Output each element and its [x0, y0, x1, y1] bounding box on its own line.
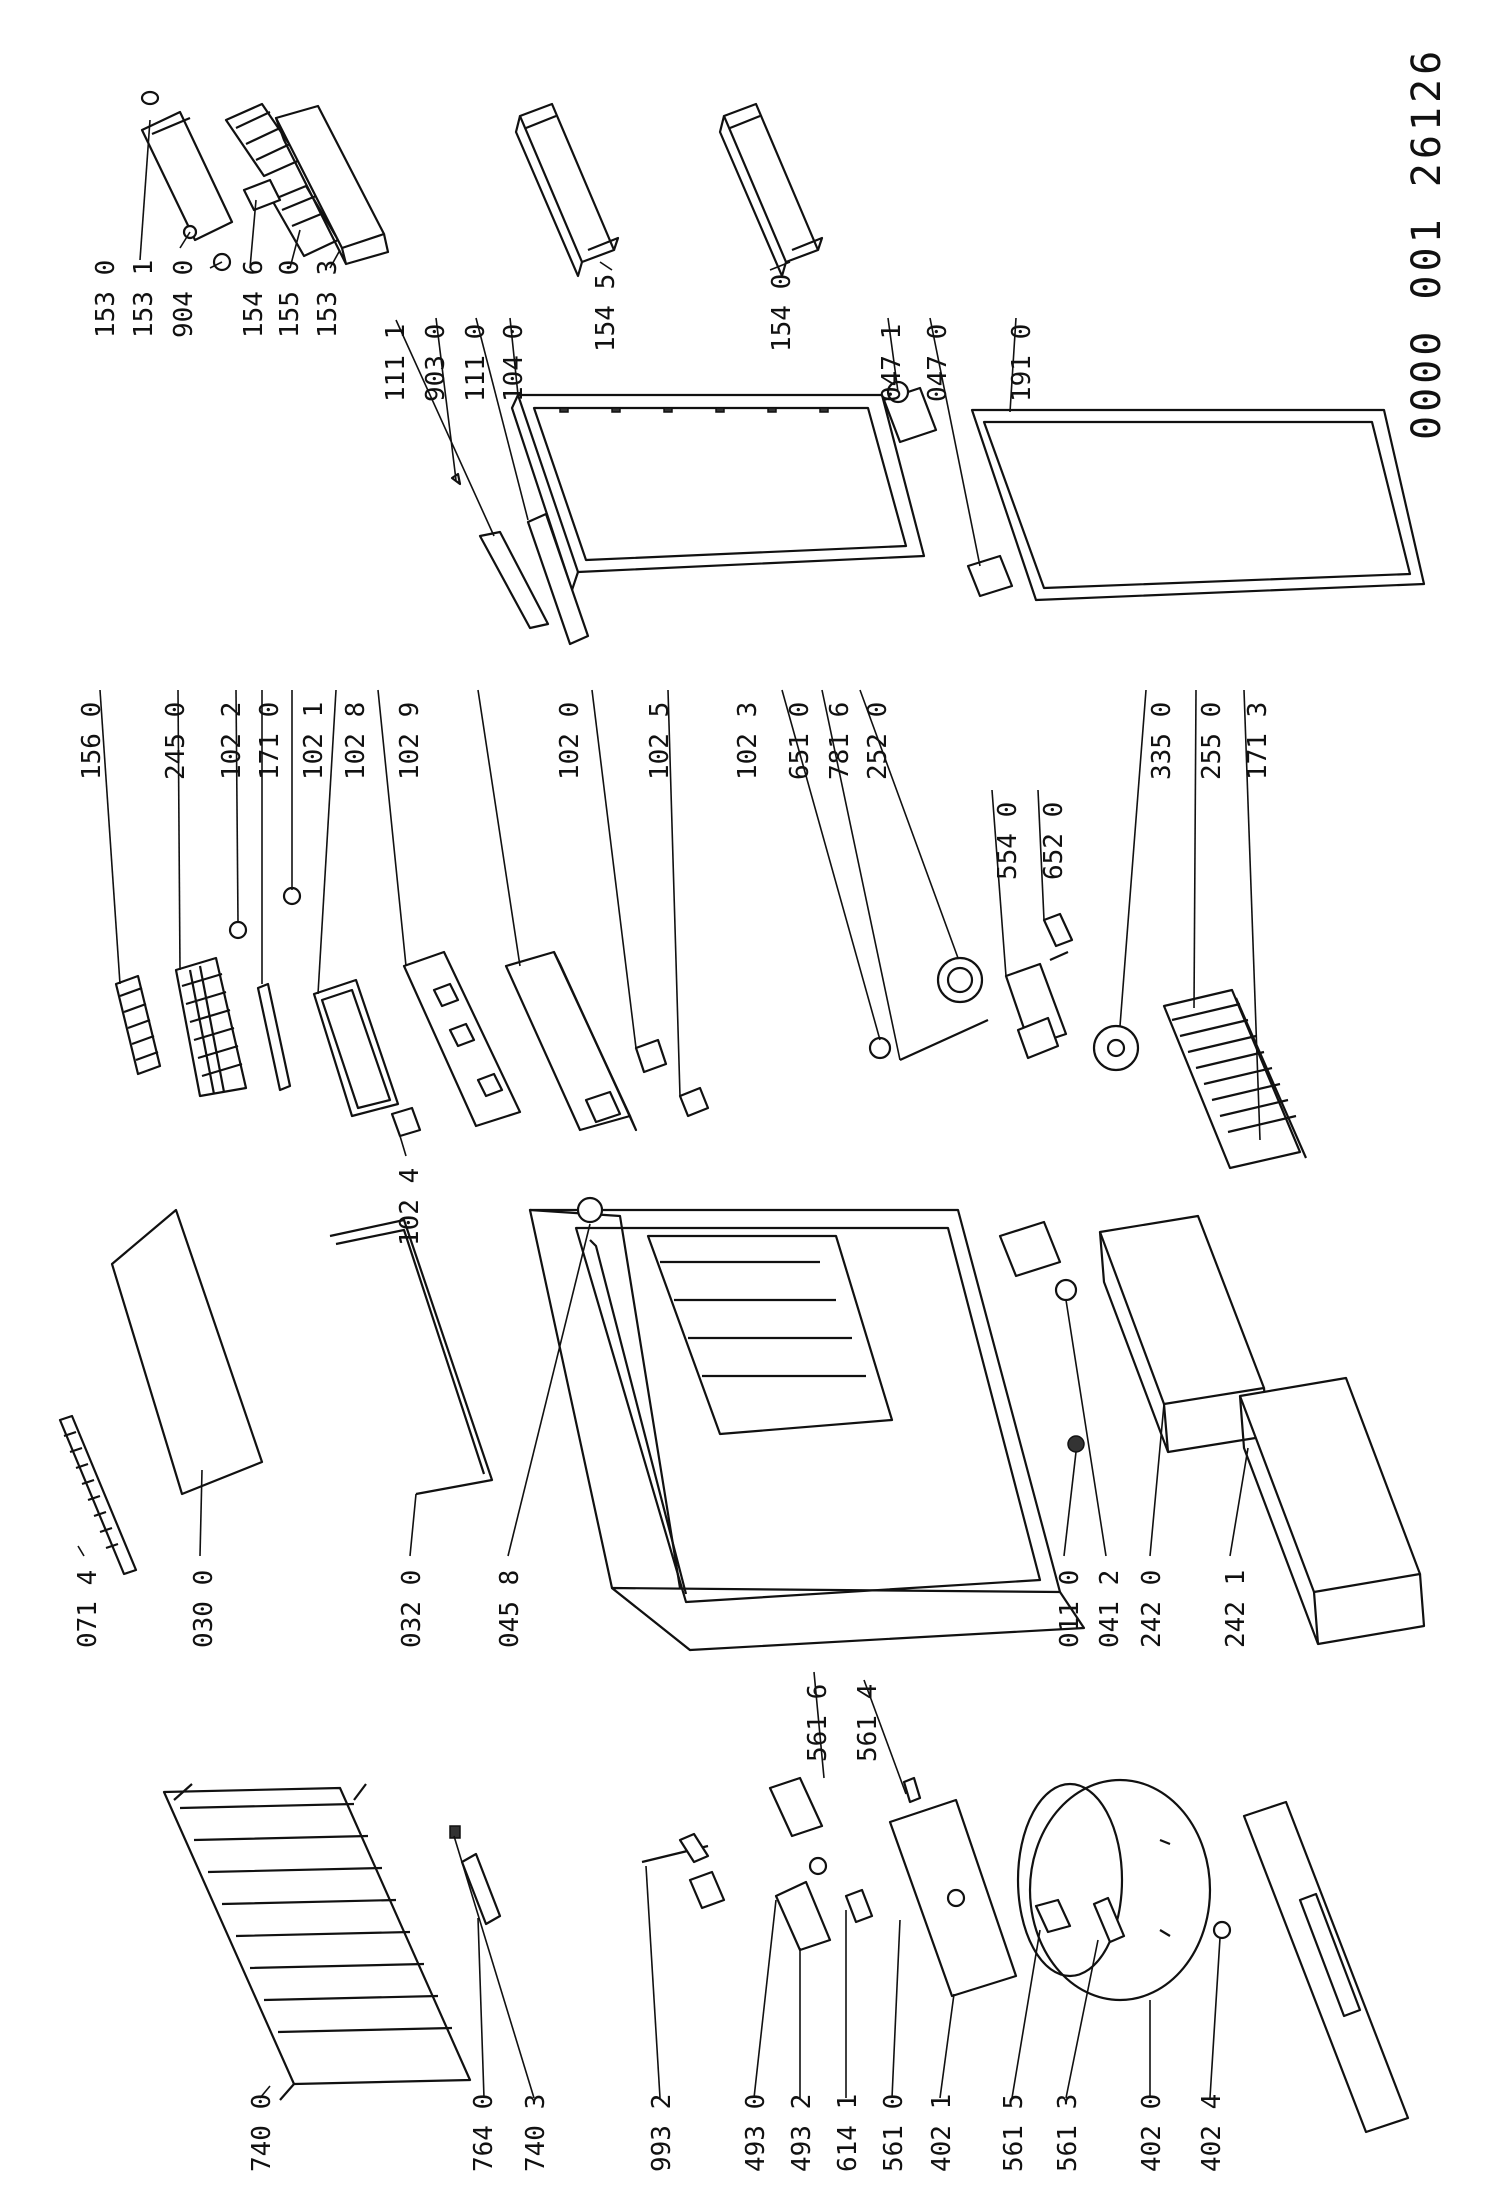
freezer-flap [504, 950, 638, 1132]
label-493-0: 493 0 [741, 2094, 771, 2172]
thermostat-probe [641, 1832, 710, 1864]
label-740-0: 740 0 [247, 2094, 277, 2172]
label-561-3: 561 3 [1053, 2094, 1083, 2172]
label-252-0: 252 0 [863, 702, 893, 780]
label-102-5: 102 5 [645, 702, 675, 780]
label-402-0: 402 0 [1137, 2094, 1167, 2172]
evaporator-grille [1162, 988, 1308, 1170]
door-inner-panel [450, 393, 926, 646]
ice-cube-tray [114, 974, 162, 1076]
label-561-5: 561 5 [999, 2094, 1029, 2172]
door-shelf-right [718, 102, 824, 278]
leaders-middle [99, 689, 1261, 1157]
label-155-0: 155 0 [275, 260, 305, 338]
label-993-2: 993 2 [647, 2094, 677, 2172]
label-154-6: 154 6 [239, 260, 269, 338]
leaders-top [139, 119, 1017, 567]
label-561-0: 561 0 [879, 2094, 909, 2172]
label-740-3: 740 3 [521, 2094, 551, 2172]
label-102-1: 102 1 [299, 702, 329, 780]
crisper-lower [1238, 1376, 1426, 1646]
label-156-0: 156 0 [77, 702, 107, 780]
label-242-0: 242 0 [1137, 1570, 1167, 1648]
label-045-8: 045 8 [495, 1570, 525, 1648]
condenser [162, 1783, 472, 2101]
label-104-0: 104 0 [499, 324, 529, 402]
freezer-flap-frame [312, 978, 400, 1118]
freezer-shelf-strip [256, 982, 292, 1092]
label-614-1: 614 1 [833, 2094, 863, 2172]
label-102-0: 102 0 [555, 702, 585, 780]
label-335-0: 335 0 [1147, 702, 1177, 780]
label-561-4: 561 4 [853, 1684, 883, 1762]
leaders-compressor [259, 1671, 1221, 2099]
compressor-base-plate [1242, 1800, 1410, 2134]
label-102-3: 102 3 [733, 702, 763, 780]
glass-shelf [110, 1208, 264, 1496]
label-242-1: 242 1 [1221, 1570, 1251, 1648]
lamp-thermostat-group [868, 912, 1140, 1072]
drier-filter [449, 1825, 502, 1926]
cabinet-hinge-parts [576, 1196, 1085, 1453]
label-153-0: 153 0 [91, 260, 121, 338]
label-011-0: 011 0 [1055, 1570, 1085, 1648]
label-102-4: 102 4 [395, 1168, 425, 1246]
label-652-0: 652 0 [1039, 802, 1069, 880]
cabinet-body [528, 1208, 1086, 1652]
label-191-0: 191 0 [1007, 324, 1037, 402]
label-154-0: 154 0 [767, 274, 797, 352]
door-hinge [882, 380, 1014, 598]
label-493-2: 493 2 [787, 2094, 817, 2172]
label-554-0: 554 0 [993, 802, 1023, 880]
label-764-0: 764 0 [469, 2094, 499, 2172]
ventilation-grille [58, 1414, 138, 1576]
label-111-1: 111 1 [381, 324, 411, 402]
label-255-0: 255 0 [1197, 702, 1227, 780]
freezer-flap-hinge-plate [402, 950, 522, 1128]
document-number: 0000 001 26126 [1404, 47, 1450, 440]
label-781-6: 781 6 [825, 702, 855, 780]
door-shelf-left [514, 102, 620, 278]
freezer-grid-shelf [174, 956, 248, 1098]
label-102-8: 102 8 [341, 702, 371, 780]
label-111-0: 111 0 [461, 324, 491, 402]
label-071-4: 071 4 [73, 1570, 103, 1648]
label-153-1: 153 1 [129, 260, 159, 338]
label-102-9: 102 9 [395, 702, 425, 780]
part-labels: 153 0 153 1 904 0 154 6 155 0 153 3 111 … [73, 260, 1273, 2172]
compressor [1016, 1778, 1212, 2002]
label-561-6: 561 6 [803, 1684, 833, 1762]
flap-latch [228, 886, 710, 1138]
label-047-0: 047 0 [923, 324, 953, 402]
door-gasket [970, 408, 1426, 602]
label-904-0: 904 0 [169, 260, 199, 338]
label-102-2: 102 2 [217, 702, 247, 780]
label-171-3: 171 3 [1243, 702, 1273, 780]
leaders-cabinet [77, 1223, 1249, 1557]
label-651-0: 651 0 [785, 702, 815, 780]
crisper-upper [1098, 1214, 1270, 1454]
label-402-4: 402 4 [1197, 2094, 1227, 2172]
label-041-2: 041 2 [1095, 1570, 1125, 1648]
label-047-1: 047 1 [877, 324, 907, 402]
label-153-3: 153 3 [313, 260, 343, 338]
label-245-0: 245 0 [161, 702, 191, 780]
label-032-0: 032 0 [397, 1570, 427, 1648]
label-154-5: 154 5 [591, 274, 621, 352]
label-402-1: 402 1 [927, 2094, 957, 2172]
door-shelf-assembly [140, 90, 390, 272]
label-171-0: 171 0 [255, 702, 285, 780]
label-903-0: 903 0 [421, 324, 451, 402]
label-030-0: 030 0 [189, 1570, 219, 1648]
relay-and-accessories [688, 1776, 1232, 1998]
shelf-frame [329, 1218, 494, 1496]
